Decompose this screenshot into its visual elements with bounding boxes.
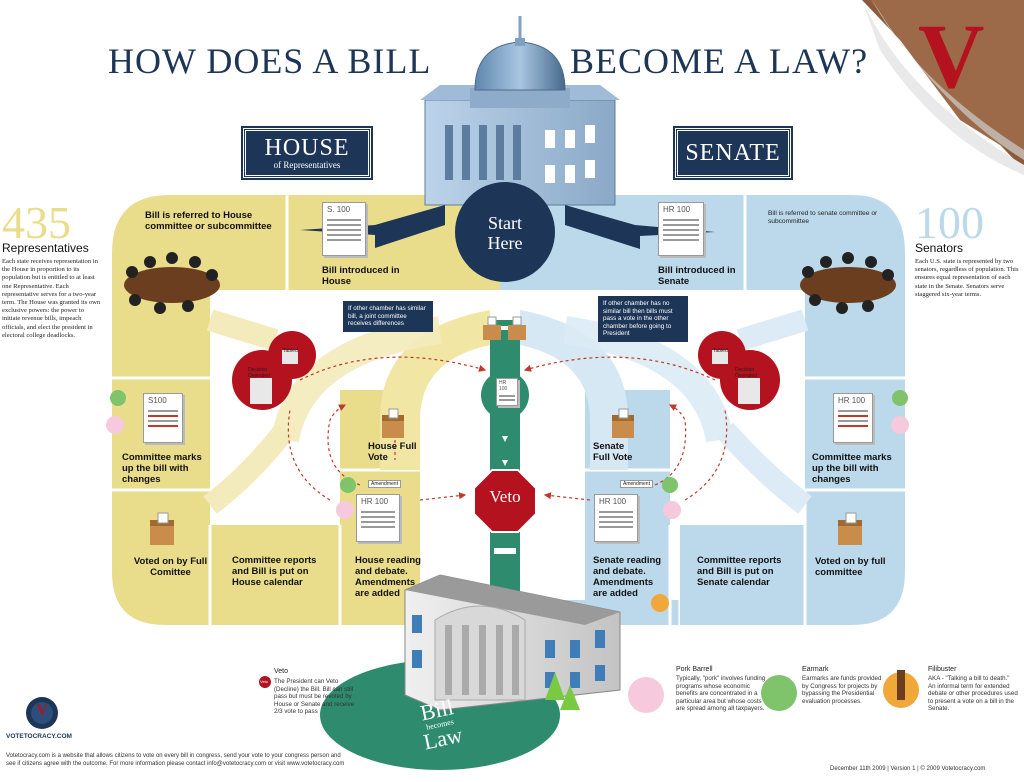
senate-step-introduced: Bill introduced in Senate bbox=[658, 265, 736, 287]
senate-info-text: Each U.S. state is represented by two se… bbox=[915, 258, 1019, 298]
house-intro-doc-label: S. 100 bbox=[327, 205, 351, 214]
senate-tabled-label: Tabled bbox=[713, 348, 728, 354]
house-label: HOUSE of Representatives bbox=[241, 126, 373, 180]
house-reading-doc-label: HR 100 bbox=[361, 497, 389, 506]
senate-reading-doc-label: HR 100 bbox=[599, 497, 627, 506]
senate-overruled-label: Decision Overruled bbox=[735, 367, 757, 379]
veto-label: Veto bbox=[489, 487, 521, 506]
house-markup-doc-label: S100 bbox=[148, 396, 167, 405]
legend-veto-title: Veto bbox=[274, 668, 289, 675]
money-icons bbox=[110, 390, 908, 612]
senate-markup-doc: HR 100 bbox=[833, 393, 873, 443]
house-step-full-vote: House Full Vote bbox=[368, 441, 417, 463]
house-count-label: Representatives bbox=[2, 241, 89, 255]
house-step-reading: House reading and debate. Amendments are… bbox=[355, 555, 421, 599]
pig-icons bbox=[106, 416, 909, 519]
legend-earmark-title: Earmark bbox=[802, 666, 829, 673]
tabled-circles-senate bbox=[698, 331, 780, 410]
senate-step-referred: Bill is referred to senate committee or … bbox=[768, 210, 878, 226]
house-info-text: Each state receives representation in th… bbox=[2, 258, 101, 339]
page-title-left: HOW DOES A BILL bbox=[108, 41, 432, 81]
senate-step-markup: Committee marks up the bill with changes bbox=[812, 452, 892, 485]
legend-filibuster-text: AKA - "Talking a bill to death." An info… bbox=[928, 675, 1018, 713]
start-here-arrows bbox=[300, 182, 715, 282]
committee-table-house bbox=[124, 252, 220, 314]
tabled-circles-house bbox=[232, 331, 316, 410]
house-step-referred: Bill is referred to House committee or s… bbox=[145, 210, 272, 232]
senate-step-voted: Voted on by full committee bbox=[815, 556, 886, 578]
corner-v-letter: V bbox=[918, 5, 985, 107]
legend-veto-badge: Veto bbox=[260, 679, 269, 684]
house-step-voted: Voted on by Full Comittee bbox=[133, 556, 208, 578]
center-bill-doc: HR 100 bbox=[496, 378, 518, 406]
other-chamber-note: If other chamber has no similar bill the… bbox=[598, 296, 688, 342]
senate-count-label: Senators bbox=[915, 241, 964, 255]
legend-earmark-text: Earmarks are funds provided by Congress … bbox=[802, 675, 882, 705]
house-step-markup: Committee marks up the bill with changes bbox=[122, 452, 202, 485]
committee-table-senate bbox=[800, 252, 896, 314]
senate-count: 100 bbox=[915, 197, 984, 248]
legend-pork-title: Pork Barrell bbox=[676, 666, 713, 673]
center-bill-doc-label: HR 100 bbox=[499, 380, 508, 392]
start-here-line2: Here bbox=[487, 233, 523, 253]
corner-decoration bbox=[862, 0, 1024, 175]
senate-amendment-tag-1: Amendment bbox=[620, 480, 653, 488]
legend-filibuster-title: Filibuster bbox=[928, 666, 957, 673]
house-step-introduced: Bill introduced in House bbox=[322, 265, 400, 287]
footer-about: Votetocracy.com is a website that allows… bbox=[6, 753, 345, 767]
senate-intro-doc: HR 100 bbox=[658, 202, 704, 256]
senate-step-reports: Committee reports and Bill is put on Sen… bbox=[697, 555, 782, 588]
page-title-right: BECOME A LAW? bbox=[570, 41, 869, 81]
house-count: 435 bbox=[2, 197, 71, 248]
senate-step-reading: Senate reading and debate. Amendments ar… bbox=[593, 555, 662, 599]
legend-icons bbox=[259, 670, 919, 713]
house-reading-doc: HR 100 bbox=[356, 494, 400, 542]
footer-version: December 11th 2009 | Version 1 | © 2009 … bbox=[830, 766, 986, 772]
house-label-name: HOUSE bbox=[264, 135, 350, 161]
legend-pork-text: Typically, "pork" involves funding progr… bbox=[676, 675, 766, 713]
logo-text: VOTETOCRACY.COM bbox=[6, 733, 72, 740]
house-label-sub: of Representatives bbox=[273, 160, 341, 170]
law-building-illustration bbox=[320, 574, 621, 770]
senate-markup-doc-label: HR 100 bbox=[838, 396, 866, 405]
start-here-line1: Start bbox=[488, 213, 522, 233]
house-step-reports: Committee reports and Bill is put on Hou… bbox=[232, 555, 317, 588]
senate-label: SENATE bbox=[673, 126, 793, 180]
house-markup-doc: S100 bbox=[143, 393, 183, 443]
house-amendment-tag-1: Amendment bbox=[368, 480, 401, 488]
house-overruled-label: Decision Overruled bbox=[248, 367, 270, 379]
logo-letter: V bbox=[36, 702, 48, 719]
veto-sign bbox=[473, 469, 537, 533]
senate-step-full-vote: Senate Full Vote bbox=[593, 441, 633, 463]
senate-label-name: SENATE bbox=[685, 140, 781, 166]
joint-committee-note: If other chamber has similar bill, a joi… bbox=[343, 301, 433, 332]
legend-veto-text: The President can Veto (Decline) the Bil… bbox=[274, 678, 355, 716]
house-tabled-label: Tabled bbox=[283, 348, 298, 354]
votetocracy-logo bbox=[26, 697, 58, 729]
ballot-box-icons bbox=[150, 316, 862, 545]
house-intro-doc: S. 100 bbox=[322, 202, 366, 256]
senate-intro-doc-label: HR 100 bbox=[663, 205, 691, 214]
senate-reading-doc: HR 100 bbox=[594, 494, 638, 542]
dashed-paths bbox=[287, 356, 728, 501]
start-here-label: Start Here bbox=[465, 213, 545, 253]
